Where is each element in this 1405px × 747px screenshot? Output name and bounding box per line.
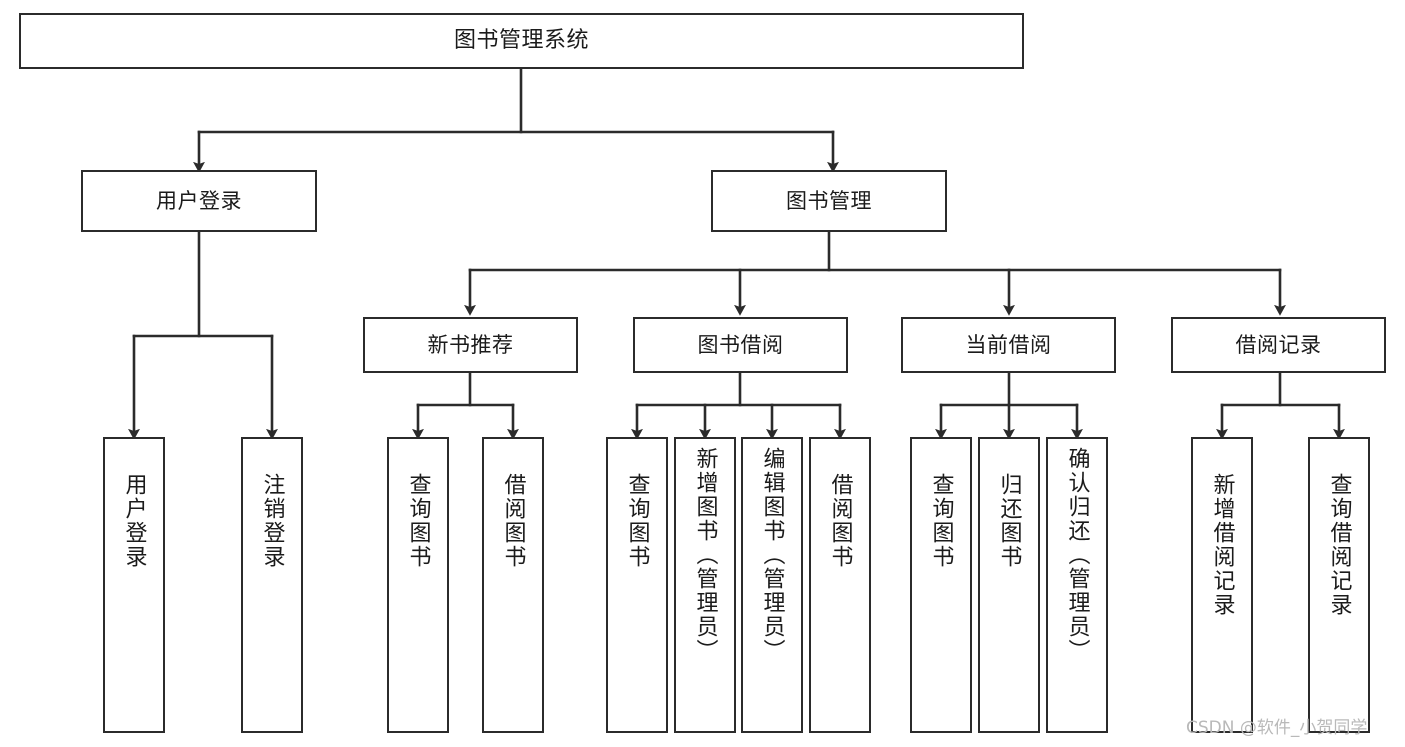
node-book-borrow[interactable]: 图书借阅: [633, 317, 848, 373]
node-label: 用户登录: [121, 473, 147, 569]
node-label: 新书推荐: [427, 332, 514, 357]
leaf-borrow-lend-book[interactable]: 借阅图书: [809, 437, 871, 733]
node-label: 图书管理: [786, 188, 872, 213]
node-label: 编辑图书（管理员）: [759, 447, 785, 663]
node-label: 查询图书: [928, 473, 954, 569]
node-label: 图书借阅: [697, 332, 784, 357]
csdn-watermark: CSDN @软件_小贺同学: [1186, 718, 1368, 738]
node-label: 确认归还（管理员）: [1064, 447, 1090, 663]
leaf-user-login[interactable]: 用户登录: [103, 437, 165, 733]
leaf-record-query-borrow-record[interactable]: 查询借阅记录: [1308, 437, 1370, 733]
node-label: 查询借阅记录: [1326, 473, 1352, 617]
node-borrow-record[interactable]: 借阅记录: [1171, 317, 1386, 373]
node-label: 借阅图书: [827, 473, 853, 569]
node-label: 借阅记录: [1235, 332, 1322, 357]
node-label: 借阅图书: [500, 473, 526, 569]
leaf-record-add-borrow-record[interactable]: 新增借阅记录: [1191, 437, 1253, 733]
node-label: 注销登录: [259, 473, 285, 569]
leaf-current-query-book[interactable]: 查询图书: [910, 437, 972, 733]
node-label: 用户登录: [156, 188, 242, 213]
leaf-borrow-query-book[interactable]: 查询图书: [606, 437, 668, 733]
node-label: 归还图书: [996, 473, 1022, 569]
node-label: 查询图书: [405, 473, 431, 569]
leaf-current-confirm-return-admin[interactable]: 确认归还（管理员）: [1046, 437, 1108, 733]
leaf-recommend-borrow-book[interactable]: 借阅图书: [482, 437, 544, 733]
leaf-recommend-query-book[interactable]: 查询图书: [387, 437, 449, 733]
node-new-book-recommendation[interactable]: 新书推荐: [363, 317, 578, 373]
leaf-borrow-add-book-admin[interactable]: 新增图书（管理员）: [674, 437, 736, 733]
leaf-user-logout[interactable]: 注销登录: [241, 437, 303, 733]
node-root-book-management-system[interactable]: 图书管理系统: [19, 13, 1024, 69]
node-label: 当前借阅: [965, 332, 1052, 357]
leaf-current-return-book[interactable]: 归还图书: [978, 437, 1040, 733]
node-current-borrow[interactable]: 当前借阅: [901, 317, 1116, 373]
node-label: 查询图书: [624, 473, 650, 569]
node-label: 新增图书（管理员）: [692, 447, 718, 663]
node-label: 新增借阅记录: [1209, 473, 1235, 617]
node-user-login[interactable]: 用户登录: [81, 170, 317, 232]
leaf-borrow-edit-book-admin[interactable]: 编辑图书（管理员）: [741, 437, 803, 733]
node-label: 图书管理系统: [453, 28, 589, 54]
node-book-management[interactable]: 图书管理: [711, 170, 947, 232]
